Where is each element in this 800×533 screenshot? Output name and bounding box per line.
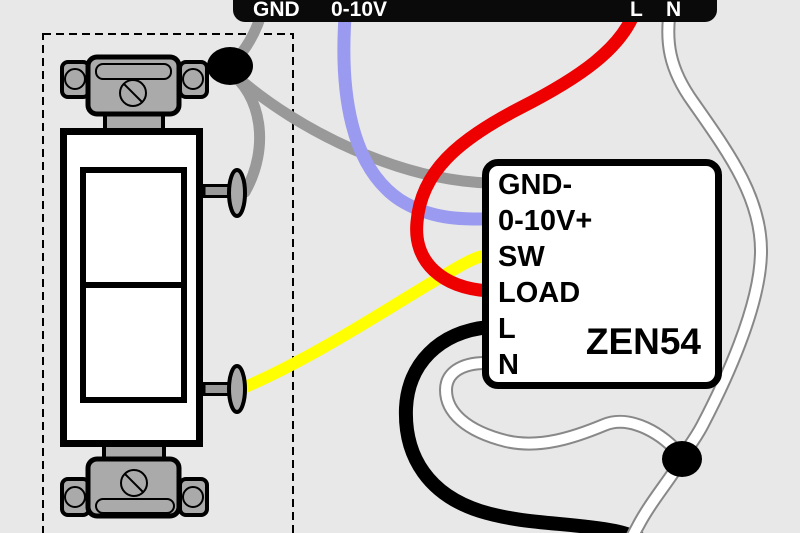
zen54-terminal-l: L (498, 313, 516, 345)
bottom-screw-slot (124, 473, 144, 493)
top-screw-slot (123, 83, 143, 103)
upper-terminal-stub (202, 184, 232, 198)
wire-nut-top (207, 47, 253, 85)
top-mounting-slot (95, 63, 172, 80)
lower-terminal-screw (227, 364, 247, 414)
zen54-terminal-list: GND- 0-10V+ SW LOAD L N (498, 167, 592, 383)
bar-label-n: N (666, 0, 682, 21)
load-wire (410, 0, 644, 298)
top-right-mounting-hole (182, 68, 204, 90)
line-wire (398, 320, 644, 533)
gnd-wire-to-zen54 (230, 70, 495, 189)
zen54-terminal-load: LOAD (498, 277, 581, 309)
zen54-terminal-n: N (498, 349, 519, 381)
neutral-wire-bottom-core (628, 456, 686, 533)
switch-bottom-bracket (85, 456, 182, 519)
bar-label-l: L (630, 0, 643, 21)
neutral-wire-zen54-core (440, 357, 686, 461)
upper-terminal-screw (227, 168, 247, 218)
bottom-left-mounting-hole (64, 486, 86, 508)
zen54-terminal-0-10v: 0-10V+ (498, 205, 593, 237)
zen54-module: GND- 0-10V+ SW LOAD L N ZEN54 (482, 159, 722, 389)
zen54-terminal-gnd: GND- (498, 169, 573, 201)
top-left-mounting-hole (64, 68, 86, 90)
bar-label-gnd: GND (253, 0, 300, 21)
lower-terminal-stub (202, 382, 232, 396)
top-screw-icon (119, 79, 147, 107)
switch-box-dashed-outline (42, 33, 294, 533)
switch-top-bracket (85, 54, 182, 117)
bottom-right-mounting-hole (182, 486, 204, 508)
neutral-wire-group (438, 0, 769, 533)
sw-wire (237, 249, 495, 394)
bottom-mounting-slot (95, 498, 175, 514)
bar-label-0-10v: 0-10V (331, 0, 388, 21)
fixture-terminal-bar: GND 0-10V L N (233, 0, 717, 22)
wire-nut-neutral (662, 441, 702, 477)
zen54-terminal-sw: SW (498, 241, 545, 273)
neutral-wire-down-core (663, 0, 767, 464)
toggle-switch (60, 54, 247, 519)
zen54-model-label: ZEN54 (585, 321, 701, 362)
bottom-screw-icon (120, 469, 148, 497)
0-10v-wire (337, 0, 496, 226)
